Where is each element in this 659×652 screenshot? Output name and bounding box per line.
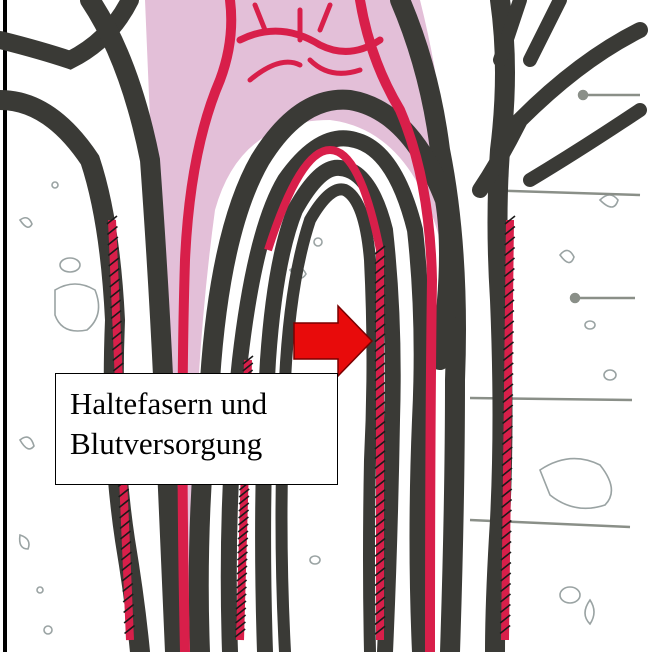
right-arrow-icon — [294, 306, 372, 376]
annotation-label: Haltefasern und Blutversorgung — [55, 373, 338, 485]
label-line-1: Haltefasern und — [70, 384, 323, 424]
label-line-2: Blutversorgung — [70, 424, 323, 464]
